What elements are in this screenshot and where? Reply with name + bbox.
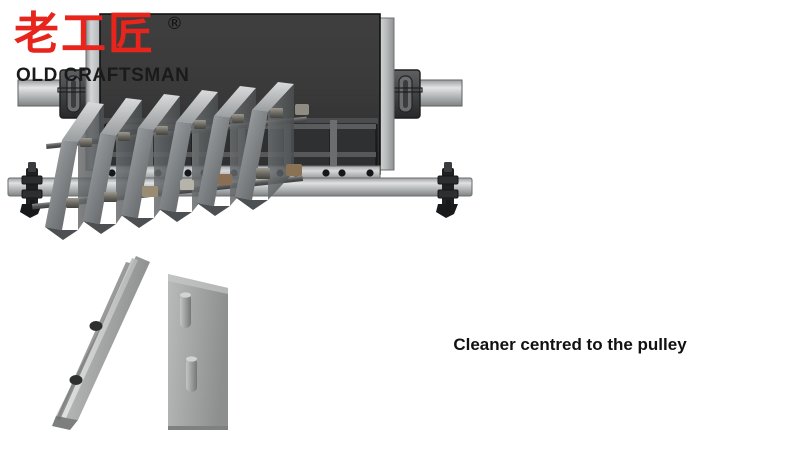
blade-segment-6 xyxy=(335,123,377,167)
brand-chinese-name: 老工匠 xyxy=(14,7,156,60)
hex-nut-group-upper xyxy=(80,104,309,147)
tensioner-mount-right xyxy=(436,162,459,218)
mounting-peg-lower xyxy=(186,356,197,392)
scraper-plate-right xyxy=(168,274,228,430)
scraper-plate-left xyxy=(52,256,150,430)
bearing-block-right xyxy=(389,69,423,119)
hex-nut-group-lower xyxy=(66,164,302,208)
blade-bar-1 xyxy=(45,102,104,240)
diagram-caption: Cleaner centred to the pulley xyxy=(453,335,687,354)
brand-logo: 老工匠 ® OLD CRAFTSMAN xyxy=(8,6,228,92)
photo-scraper-blade-plates xyxy=(40,248,270,433)
brand-english-name: OLD CRAFTSMAN xyxy=(16,65,190,86)
registered-trademark-icon: ® xyxy=(166,14,183,34)
photo-scraper-blade-set xyxy=(18,82,318,247)
mounting-peg-upper xyxy=(180,292,191,328)
bearing-block-left xyxy=(57,69,91,119)
